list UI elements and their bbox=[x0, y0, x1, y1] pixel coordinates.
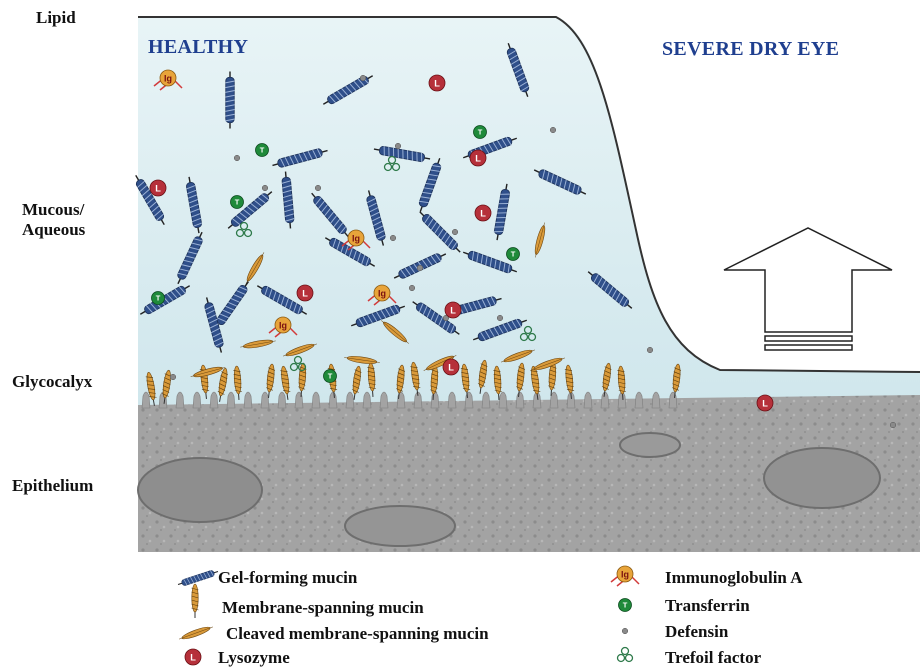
lysozyme-mark: L bbox=[480, 208, 486, 218]
layer-label-glycocalyx: Glycocalyx bbox=[12, 372, 92, 392]
nucleus bbox=[764, 448, 880, 508]
legend-defensin: Defensin bbox=[665, 622, 728, 642]
transferrin-mark: T bbox=[478, 128, 483, 137]
transferrin-icon: T bbox=[474, 126, 487, 139]
lysozyme-mark: L bbox=[434, 78, 440, 88]
lysozyme-icon: L bbox=[470, 150, 486, 166]
defensin-icon bbox=[417, 265, 423, 271]
defensin-icon bbox=[452, 229, 458, 235]
immunoglobulin-mark: Ig bbox=[279, 321, 287, 331]
transferrin-icon: T bbox=[324, 370, 337, 383]
gel-mucin bbox=[177, 568, 219, 588]
legend-trefoil: Trefoil factor bbox=[665, 648, 761, 668]
nucleus bbox=[620, 433, 680, 457]
lysozyme-mark: L bbox=[448, 362, 454, 372]
transferrin-icon: T bbox=[256, 144, 269, 157]
legend-cleaved-mucin: Cleaved membrane-spanning mucin bbox=[226, 624, 489, 644]
lysozyme-icon: L bbox=[429, 75, 445, 91]
legend-membrane-mucin: Membrane-spanning mucin bbox=[222, 598, 424, 618]
defensin-icon bbox=[647, 347, 653, 353]
title-severe-dry-eye: SEVERE DRY EYE bbox=[662, 38, 839, 61]
defensin-icon bbox=[360, 75, 366, 81]
lysozyme-icon: L bbox=[757, 395, 773, 411]
immunoglobulin-a-icon: Ig bbox=[611, 566, 639, 586]
immunoglobulin-mark: Ig bbox=[352, 234, 360, 244]
title-healthy: HEALTHY bbox=[148, 36, 248, 59]
defensin-icon bbox=[622, 628, 628, 634]
defensin-icon bbox=[315, 185, 321, 191]
defensin-icon bbox=[234, 155, 240, 161]
defensin-icon bbox=[890, 422, 896, 428]
defensin-icon bbox=[390, 235, 396, 241]
lysozyme-mark: L bbox=[302, 288, 308, 298]
defensin-icon bbox=[550, 127, 556, 133]
transferrin-mark: T bbox=[511, 250, 516, 259]
transferrin-icon: T bbox=[152, 292, 165, 305]
layer-label-aqueous: Aqueous bbox=[22, 220, 85, 240]
immunoglobulin-mark: Ig bbox=[621, 570, 629, 580]
lysozyme-icon: L bbox=[443, 359, 459, 375]
lysozyme-icon: L bbox=[150, 180, 166, 196]
transferrin-mark: T bbox=[328, 372, 333, 381]
transferrin-mark: T bbox=[623, 601, 628, 610]
defensin-icon bbox=[409, 285, 415, 291]
transferrin-mark: T bbox=[156, 294, 161, 303]
immunoglobulin-mark: Ig bbox=[378, 289, 386, 299]
nucleus bbox=[345, 506, 455, 546]
layer-label-lipid: Lipid bbox=[36, 8, 76, 28]
defensin-icon bbox=[262, 185, 268, 191]
trefoil-icon bbox=[618, 648, 633, 662]
lysozyme-mark: L bbox=[450, 305, 456, 315]
lysozyme-mark: L bbox=[155, 183, 161, 193]
lysozyme-icon: L bbox=[185, 649, 201, 665]
defensin-icon bbox=[170, 374, 176, 380]
transferrin-mark: T bbox=[260, 146, 265, 155]
lysozyme-mark: L bbox=[762, 398, 768, 408]
legend-immunoglobulin: Immunoglobulin A bbox=[665, 568, 802, 588]
membrane-mucin bbox=[192, 584, 199, 618]
layer-label-epithelium: Epithelium bbox=[12, 476, 93, 496]
legend-lysozyme: Lysozyme bbox=[218, 648, 290, 668]
cleaved-mucin bbox=[178, 624, 214, 642]
legend-transferrin: Transferrin bbox=[665, 596, 750, 616]
gel-mucin bbox=[225, 72, 235, 129]
lysozyme-icon: L bbox=[445, 302, 461, 318]
immunoglobulin-mark: Ig bbox=[164, 74, 172, 84]
transferrin-icon: T bbox=[507, 248, 520, 261]
lysozyme-icon: L bbox=[475, 205, 491, 221]
defensin-icon bbox=[497, 315, 503, 321]
transferrin-icon: T bbox=[619, 599, 632, 612]
lysozyme-mark: L bbox=[190, 652, 196, 662]
lysozyme-mark: L bbox=[475, 153, 481, 163]
nucleus bbox=[138, 458, 262, 522]
aqueous-layer bbox=[138, 18, 920, 420]
transferrin-icon: T bbox=[231, 196, 244, 209]
increase-arrow-icon bbox=[724, 228, 892, 350]
layer-label-mucous: Mucous/ bbox=[22, 200, 84, 220]
transferrin-mark: T bbox=[235, 198, 240, 207]
defensin-icon bbox=[395, 143, 401, 149]
lysozyme-icon: L bbox=[297, 285, 313, 301]
legend-gel-mucin: Gel-forming mucin bbox=[218, 568, 357, 588]
